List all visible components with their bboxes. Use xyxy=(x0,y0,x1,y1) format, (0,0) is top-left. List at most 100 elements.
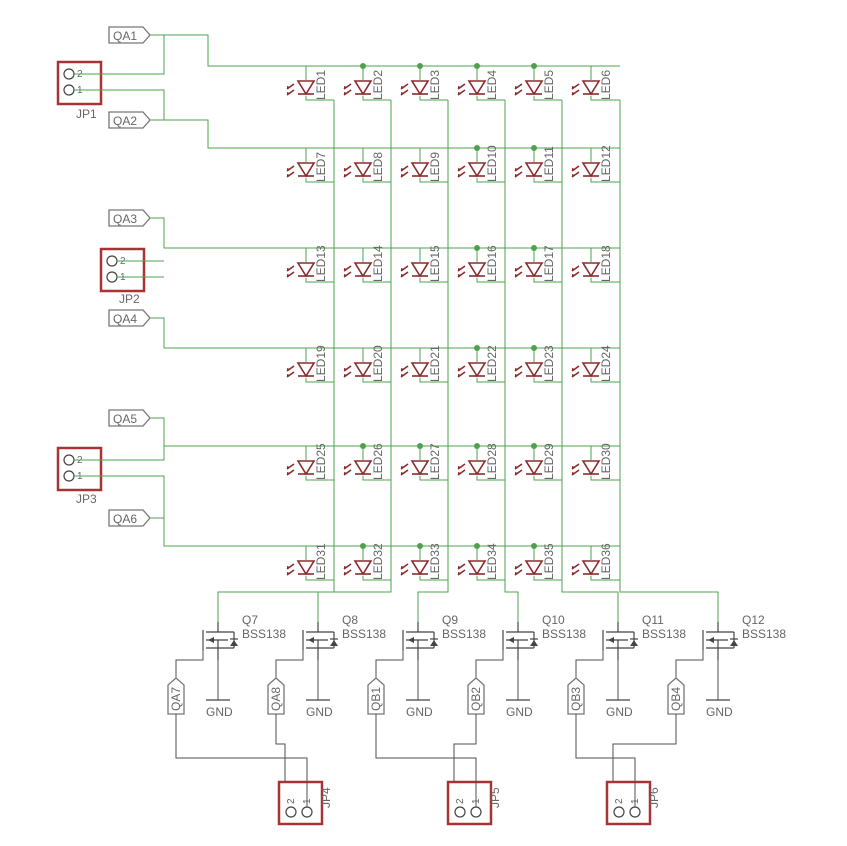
led-label: LED16 xyxy=(485,245,499,282)
led-label: LED21 xyxy=(428,345,442,382)
led-11: LED11 xyxy=(514,146,556,182)
gnd-label: GND xyxy=(506,705,533,719)
led-triangle xyxy=(410,362,430,378)
led-label: LED6 xyxy=(599,70,613,100)
pin-2-pad xyxy=(454,806,466,818)
body-diode xyxy=(630,640,638,646)
led-12: LED12 xyxy=(571,145,613,182)
led-label: LED34 xyxy=(485,543,499,580)
led-triangle xyxy=(353,560,373,576)
led-triangle xyxy=(524,262,544,278)
led-18: LED18 xyxy=(571,245,613,282)
transistor-name: Q9 xyxy=(442,613,458,627)
led-label: LED31 xyxy=(314,543,328,580)
led-label: LED25 xyxy=(314,443,328,480)
led-triangle xyxy=(467,460,487,476)
junction-dot xyxy=(474,543,480,549)
led-29: LED29 xyxy=(514,443,556,480)
led-triangle xyxy=(353,460,373,476)
port-label: QA1 xyxy=(113,29,137,43)
led-35: LED35 xyxy=(514,543,556,580)
port-shape xyxy=(667,677,685,715)
port-shape xyxy=(108,26,151,44)
pin-1-pad xyxy=(301,806,313,818)
connector-box xyxy=(446,780,493,826)
led-triangle xyxy=(410,80,430,96)
pin-2-pad xyxy=(285,806,297,818)
led-triangle xyxy=(353,262,373,278)
led-triangle xyxy=(296,560,316,576)
junction-dot xyxy=(417,63,423,69)
led-label: LED36 xyxy=(599,543,613,580)
port-label: QA3 xyxy=(113,212,137,226)
junction-dot xyxy=(474,443,480,449)
led-label: LED14 xyxy=(371,245,385,282)
led-label: LED18 xyxy=(599,245,613,282)
led-label: LED30 xyxy=(599,443,613,480)
junction-dot xyxy=(474,145,480,151)
junction-dot xyxy=(474,245,480,251)
led-label: LED5 xyxy=(542,70,556,100)
port-shape xyxy=(567,677,585,715)
body-diode xyxy=(730,640,738,646)
led-label: LED11 xyxy=(542,146,556,182)
led-22: LED22 xyxy=(457,345,499,382)
connector-box xyxy=(56,60,103,106)
port-shape xyxy=(108,309,151,327)
led-16: LED16 xyxy=(457,245,499,282)
led-label: LED12 xyxy=(599,145,613,182)
led-triangle xyxy=(353,362,373,378)
led-31: LED31 xyxy=(286,543,328,580)
led-label: LED8 xyxy=(371,152,385,182)
connector-box xyxy=(605,780,652,826)
led-21: LED21 xyxy=(400,345,442,382)
junction-dot xyxy=(360,63,366,69)
pin-2-pad xyxy=(63,454,75,466)
transistor-name: Q12 xyxy=(742,613,765,627)
port-qa2: QA2 xyxy=(108,111,151,129)
led-14: LED14 xyxy=(343,245,385,282)
led-20: LED20 xyxy=(343,345,385,382)
transistor-name: Q8 xyxy=(342,613,358,627)
led-label: LED13 xyxy=(314,245,328,282)
led-triangle xyxy=(410,162,430,178)
port-qa4: QA4 xyxy=(108,309,151,327)
transistor-value: BSS138 xyxy=(442,627,486,641)
junction-dot xyxy=(360,543,366,549)
port-shape xyxy=(267,677,285,715)
pin-2-label: 2 xyxy=(614,798,625,804)
led-30: LED30 xyxy=(571,443,613,480)
led-triangle xyxy=(581,162,601,178)
led-label: LED22 xyxy=(485,345,499,382)
pin-2-pad xyxy=(106,255,118,267)
led-triangle xyxy=(353,80,373,96)
connector-label: JP2 xyxy=(119,292,140,306)
pin-1-pad xyxy=(63,470,75,482)
transistor-value: BSS138 xyxy=(542,627,586,641)
transistor-value: BSS138 xyxy=(342,627,386,641)
connector-label: JP5 xyxy=(488,787,502,808)
led-2: LED2 xyxy=(343,70,385,100)
led-label: LED2 xyxy=(371,70,385,100)
led-27: LED27 xyxy=(400,443,442,480)
led-10: LED10 xyxy=(457,145,499,182)
junction-dot xyxy=(531,145,537,151)
led-label: LED33 xyxy=(428,543,442,580)
port-qa3: QA3 xyxy=(108,209,151,227)
transistor-value: BSS138 xyxy=(742,627,786,641)
transistor-name: Q7 xyxy=(242,613,258,627)
led-triangle xyxy=(467,262,487,278)
junction-dot xyxy=(417,543,423,549)
junction-dot xyxy=(417,443,423,449)
led-triangle xyxy=(581,262,601,278)
body-diode xyxy=(330,640,338,646)
port-label: QA5 xyxy=(113,412,137,426)
led-label: LED15 xyxy=(428,245,442,282)
led-triangle xyxy=(467,560,487,576)
gate-port-label: QB2 xyxy=(469,687,483,711)
connector-box xyxy=(277,780,324,826)
